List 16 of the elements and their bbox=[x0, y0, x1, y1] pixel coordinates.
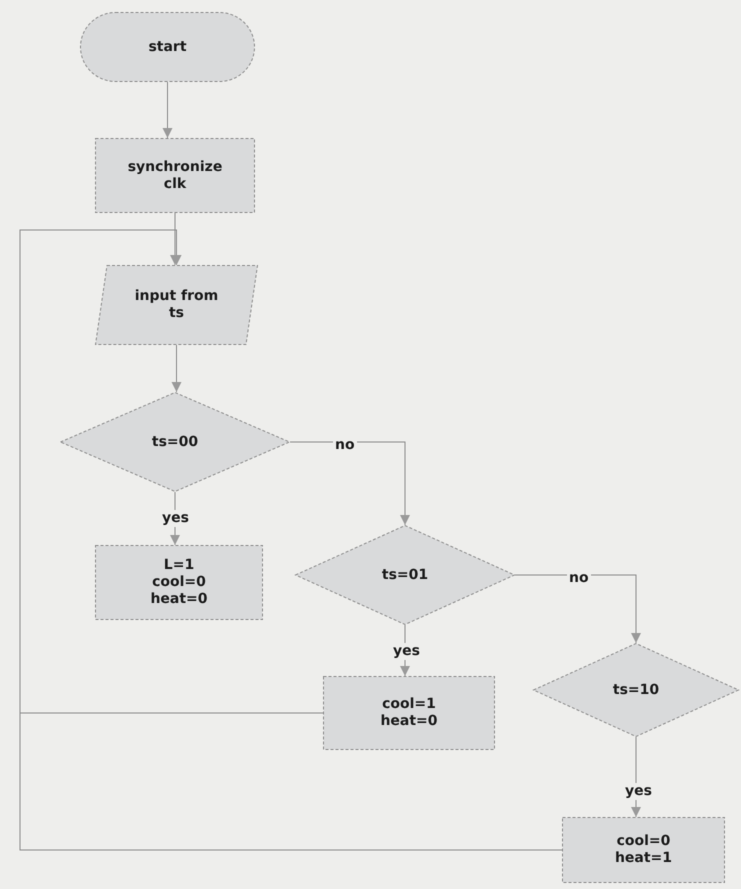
edge-label: yes bbox=[391, 643, 422, 660]
arrow bbox=[514, 574, 641, 644]
arrow bbox=[172, 344, 182, 392]
process-box: cool=0 heat=1 bbox=[562, 817, 725, 883]
process-box: L=1 cool=0 heat=0 bbox=[95, 545, 263, 620]
process-box: synchronize clk bbox=[95, 138, 255, 213]
input-parallelogram: input from ts bbox=[95, 265, 258, 345]
decision-diamond: ts=10 bbox=[533, 643, 739, 737]
decision-diamond: ts=00 bbox=[60, 392, 290, 492]
arrow bbox=[290, 442, 410, 526]
edge-label: yes bbox=[623, 783, 654, 800]
decision-diamond: ts=01 bbox=[295, 525, 515, 625]
edge-label: yes bbox=[160, 510, 191, 527]
arrow bbox=[20, 230, 562, 850]
process-box: cool=1 heat=0 bbox=[323, 676, 495, 750]
arrow bbox=[162, 82, 172, 138]
